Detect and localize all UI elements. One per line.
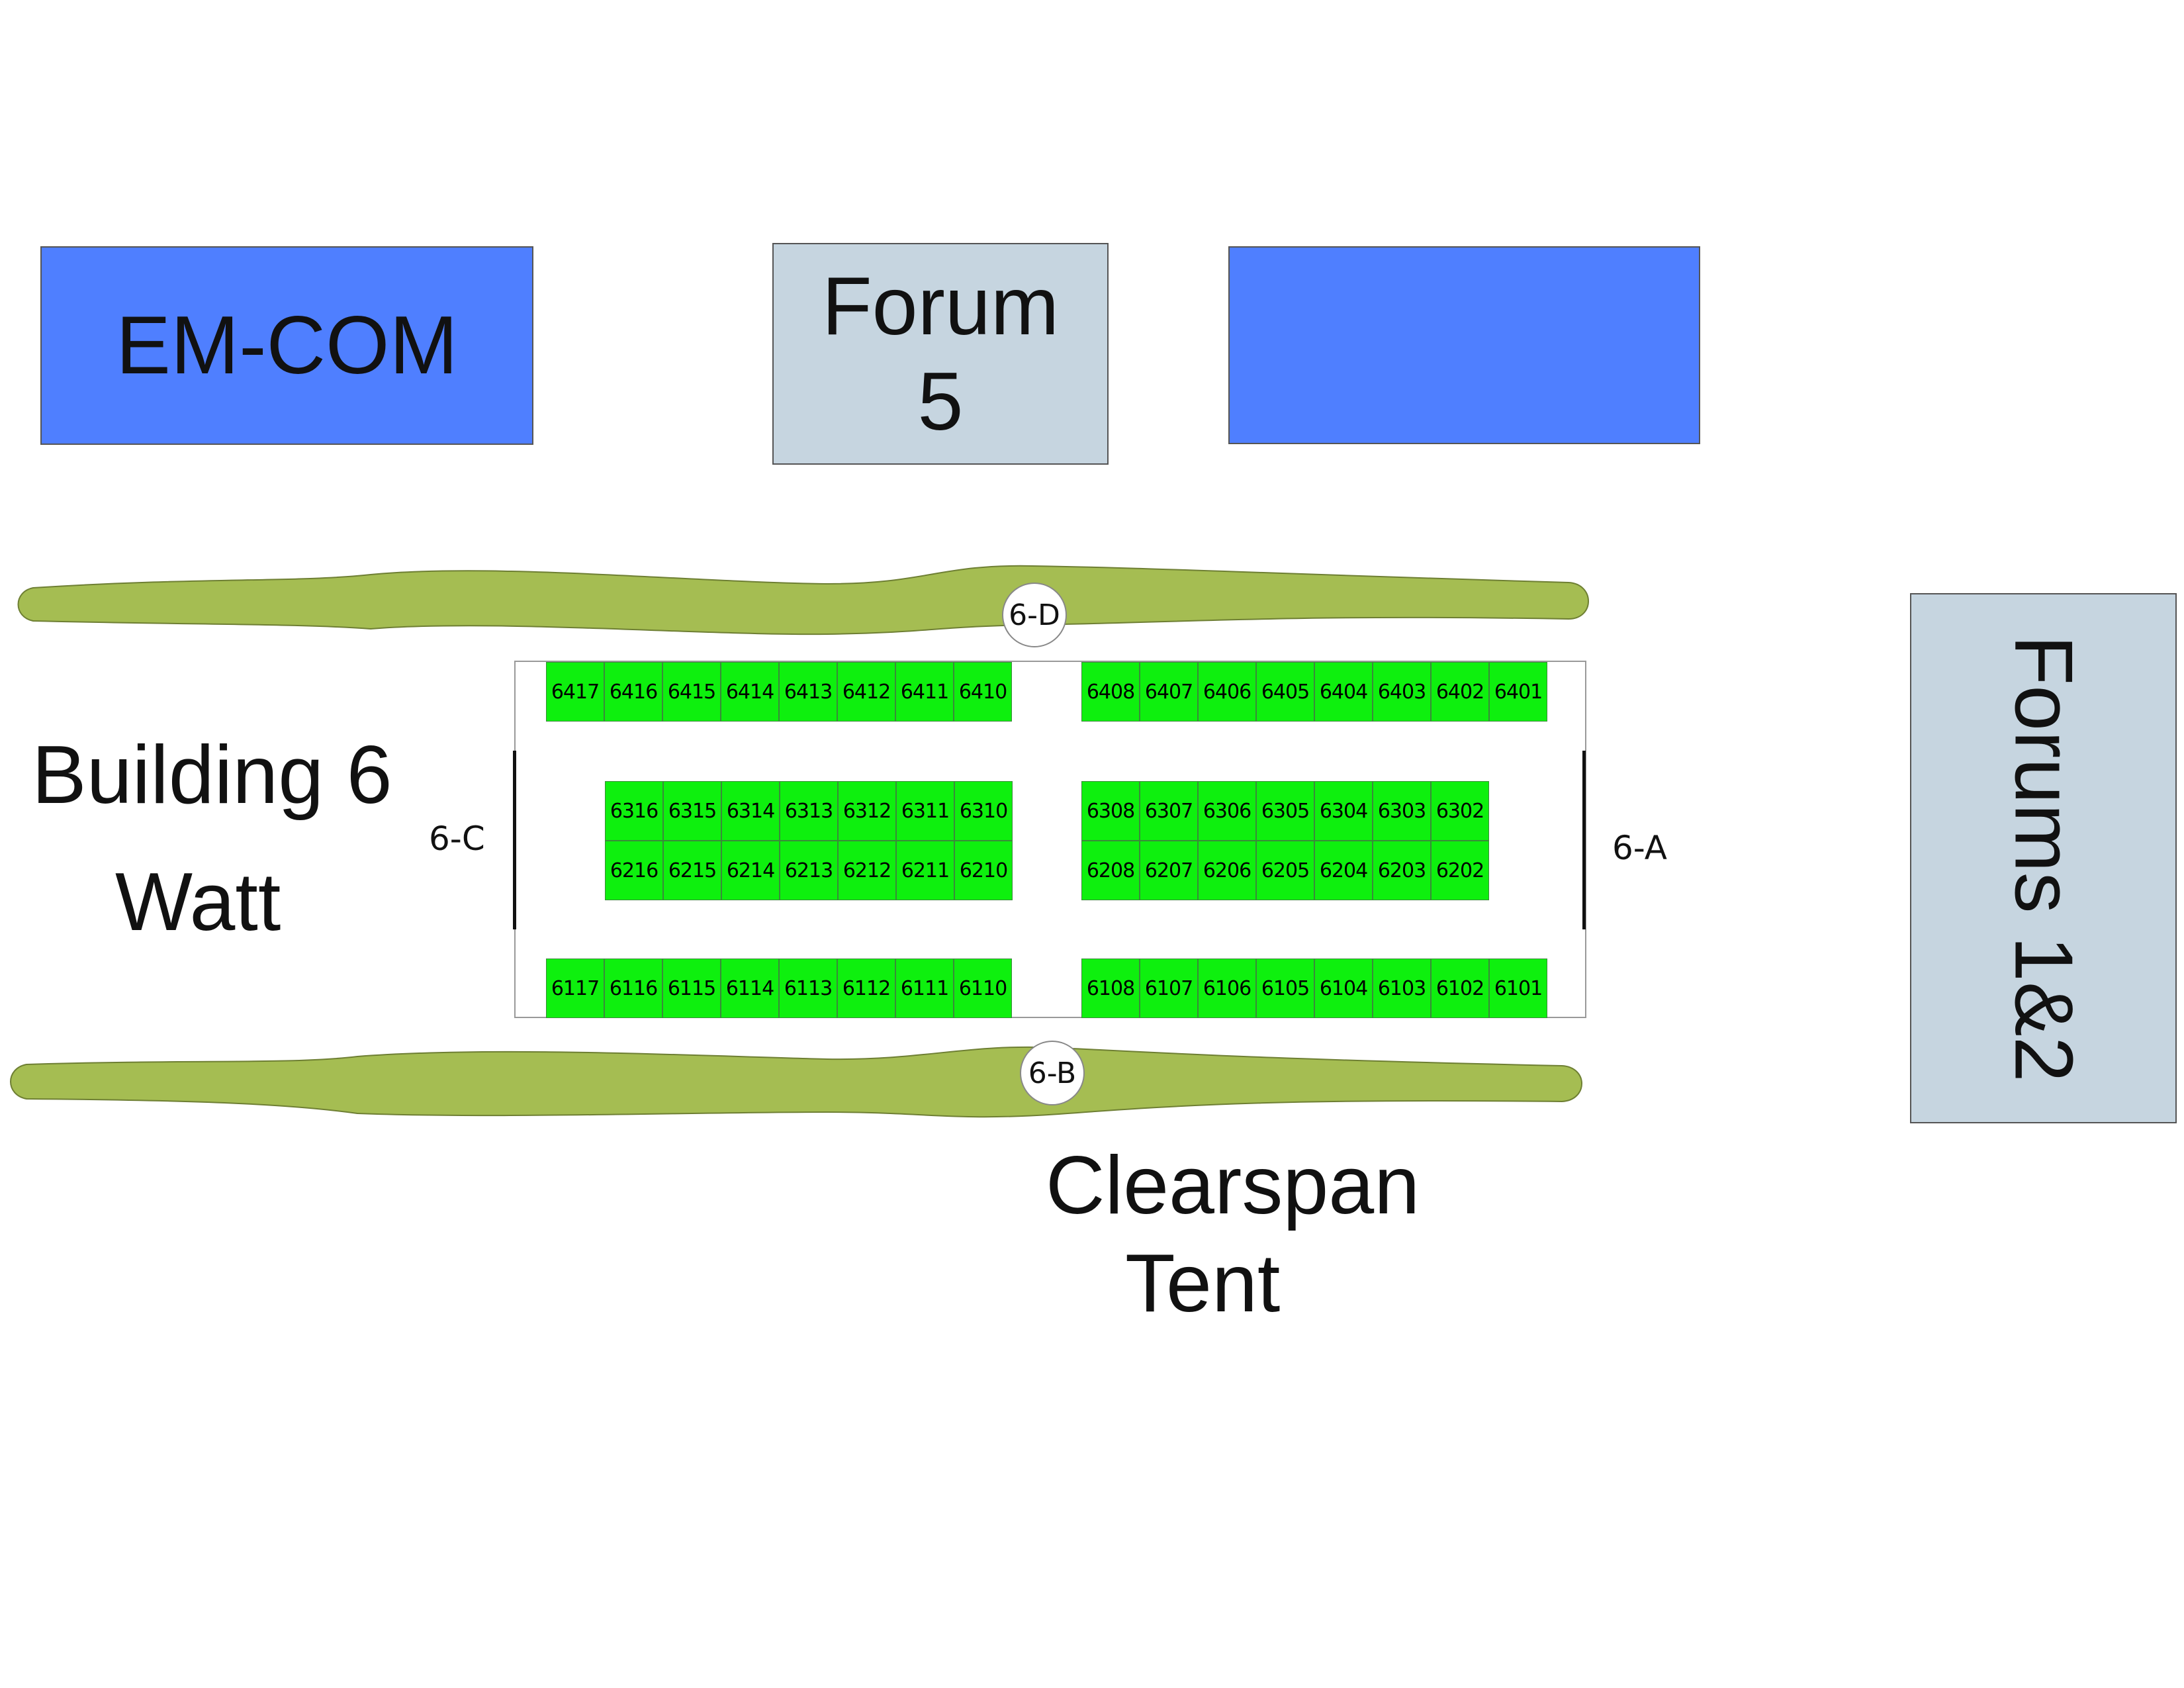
booth-6110[interactable]: 6110 (954, 959, 1012, 1018)
booth-6405[interactable]: 6405 (1256, 662, 1314, 722)
forums-1-2-label: Forums 1&2 (1997, 634, 2089, 1082)
booth-6112[interactable]: 6112 (837, 959, 895, 1018)
em-com-building: EM-COM (40, 246, 533, 445)
booth-6407[interactable]: 6407 (1140, 662, 1198, 722)
booth-6302[interactable]: 6302 (1431, 781, 1489, 841)
booth-6113[interactable]: 6113 (779, 959, 837, 1018)
booth-6303[interactable]: 6303 (1373, 781, 1431, 841)
tent-label: Tent (1125, 1238, 1281, 1329)
booth-6104[interactable]: 6104 (1314, 959, 1373, 1018)
booth-6416[interactable]: 6416 (604, 662, 662, 722)
booth-6304[interactable]: 6304 (1314, 781, 1373, 841)
booth-6414[interactable]: 6414 (721, 662, 779, 722)
hedge-north (17, 565, 1589, 635)
booth-6210[interactable]: 6210 (954, 841, 1013, 900)
booth-6406[interactable]: 6406 (1198, 662, 1256, 722)
booth-6312[interactable]: 6312 (838, 781, 896, 841)
booth-6208[interactable]: 6208 (1081, 841, 1140, 900)
booth-6115[interactable]: 6115 (662, 959, 721, 1018)
unlabeled-building (1228, 246, 1700, 444)
booth-6316[interactable]: 6316 (605, 781, 663, 841)
booth-6404[interactable]: 6404 (1314, 662, 1373, 722)
booth-6314[interactable]: 6314 (721, 781, 780, 841)
booth-6216[interactable]: 6216 (605, 841, 663, 900)
booth-6107[interactable]: 6107 (1140, 959, 1198, 1018)
booth-6203[interactable]: 6203 (1373, 841, 1431, 900)
building-6-label: Building 6 (32, 729, 392, 821)
booth-row-6400-west: 6417 6416 6415 6414 6413 6412 6411 6410 (546, 662, 1012, 722)
booth-6311[interactable]: 6311 (896, 781, 954, 841)
booth-6111[interactable]: 6111 (895, 959, 954, 1018)
booth-6106[interactable]: 6106 (1198, 959, 1256, 1018)
booth-6214[interactable]: 6214 (721, 841, 780, 900)
booth-6204[interactable]: 6204 (1314, 841, 1373, 900)
booth-6412[interactable]: 6412 (837, 662, 895, 722)
tent-wall-west (513, 751, 516, 929)
booth-6307[interactable]: 6307 (1140, 781, 1198, 841)
booth-6402[interactable]: 6402 (1431, 662, 1489, 722)
entrance-6d-label: 6-D (1009, 598, 1060, 632)
booth-6205[interactable]: 6205 (1256, 841, 1314, 900)
booth-6101[interactable]: 6101 (1489, 959, 1547, 1018)
booth-6102[interactable]: 6102 (1431, 959, 1489, 1018)
booth-6117[interactable]: 6117 (546, 959, 604, 1018)
em-com-label: EM-COM (116, 300, 458, 391)
booth-6411[interactable]: 6411 (895, 662, 954, 722)
booth-6313[interactable]: 6313 (780, 781, 838, 841)
booth-6103[interactable]: 6103 (1373, 959, 1431, 1018)
booth-6415[interactable]: 6415 (662, 662, 721, 722)
booth-6413[interactable]: 6413 (779, 662, 837, 722)
booth-6315[interactable]: 6315 (663, 781, 721, 841)
booth-6105[interactable]: 6105 (1256, 959, 1314, 1018)
forum-5-building: Forum 5 (772, 243, 1109, 465)
booth-6116[interactable]: 6116 (604, 959, 662, 1018)
booth-6202[interactable]: 6202 (1431, 841, 1489, 900)
entrance-6a-label: 6-A (1612, 829, 1667, 867)
booth-6403[interactable]: 6403 (1373, 662, 1431, 722)
entrance-6d-marker[interactable]: 6-D (1002, 583, 1067, 647)
tent-wall-east (1582, 751, 1586, 929)
booth-6408[interactable]: 6408 (1081, 662, 1140, 722)
entrance-6b-label: 6-B (1028, 1056, 1077, 1090)
booth-row-6400-east: 6408 6407 6406 6405 6404 6403 6402 6401 (1081, 662, 1547, 722)
booth-row-6300-west: 6316 6315 6314 6313 6312 6311 6310 (605, 781, 1013, 841)
booth-6308[interactable]: 6308 (1081, 781, 1140, 841)
booth-6206[interactable]: 6206 (1198, 841, 1256, 900)
booth-6114[interactable]: 6114 (721, 959, 779, 1018)
entrance-6c-label: 6-C (429, 820, 485, 858)
booth-6410[interactable]: 6410 (954, 662, 1012, 722)
booth-row-6200-east: 6208 6207 6206 6205 6204 6203 6202 (1081, 841, 1489, 900)
clearspan-label: Clearspan (1046, 1140, 1420, 1231)
booth-row-6100-east: 6108 6107 6106 6105 6104 6103 6102 6101 (1081, 959, 1547, 1018)
booth-6401[interactable]: 6401 (1489, 662, 1547, 722)
booth-row-6100-west: 6117 6116 6115 6114 6113 6112 6111 6110 (546, 959, 1012, 1018)
watt-label: Watt (115, 857, 281, 948)
booth-6306[interactable]: 6306 (1198, 781, 1256, 841)
booth-6207[interactable]: 6207 (1140, 841, 1198, 900)
booth-6305[interactable]: 6305 (1256, 781, 1314, 841)
entrance-6b-marker[interactable]: 6-B (1020, 1041, 1085, 1105)
booth-row-6200-west: 6216 6215 6214 6213 6212 6211 6210 (605, 841, 1013, 900)
booth-6213[interactable]: 6213 (780, 841, 838, 900)
hedge-south (10, 1046, 1582, 1118)
forums-1-2-building: Forums 1&2 (1910, 593, 2177, 1123)
booth-6108[interactable]: 6108 (1081, 959, 1140, 1018)
clearspan-tent: 6417 6416 6415 6414 6413 6412 6411 6410 … (513, 661, 1586, 1018)
booth-6417[interactable]: 6417 (546, 662, 604, 722)
forum-5-label-line1: Forum (821, 260, 1060, 352)
booth-6215[interactable]: 6215 (663, 841, 721, 900)
forum-5-label-line2: 5 (917, 355, 964, 447)
booth-6212[interactable]: 6212 (838, 841, 896, 900)
booth-row-6300-east: 6308 6307 6306 6305 6304 6303 6302 (1081, 781, 1489, 841)
booth-6310[interactable]: 6310 (954, 781, 1013, 841)
booth-6211[interactable]: 6211 (896, 841, 954, 900)
